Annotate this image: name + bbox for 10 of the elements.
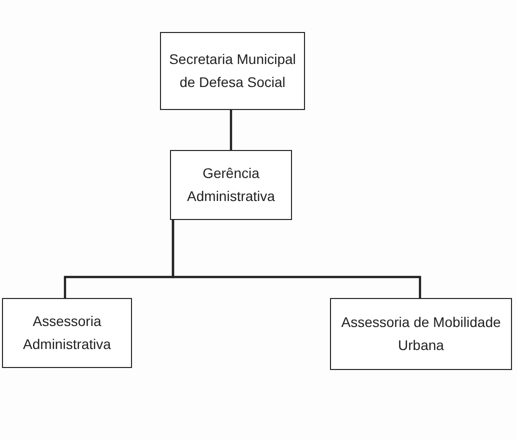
box-label: Assessoria Administrativa <box>22 312 112 354</box>
org-box <box>170 150 292 220</box>
box-label: Assessoria de Mobilidade Urbana <box>340 313 502 355</box>
box-label: Secretaria Municipal de Defesa Social <box>168 50 297 92</box>
org-box <box>330 298 512 370</box>
box-label: Gerência Administrativa <box>186 164 276 206</box>
connector-line <box>230 110 232 150</box>
connector-line <box>172 220 422 298</box>
org-box <box>2 298 132 368</box>
org-box <box>160 32 305 110</box>
